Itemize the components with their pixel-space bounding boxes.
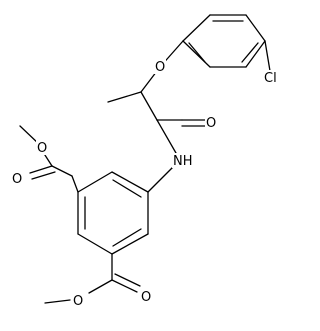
aromatic-inner-bond [241, 42, 259, 63]
bond [77, 171, 113, 193]
atom-label-amide-nitrogen: NH [172, 153, 194, 169]
molecule-drawing: O Cl O NH O O O O [11, 14, 281, 309]
bond [51, 165, 73, 177]
side-chain-bonds [107, 40, 271, 193]
atom-label-amide-oxygen: O [205, 115, 217, 131]
carbonyl-double-bond [114, 273, 141, 287]
atom-label-ester1-carbonyl-oxygen: O [11, 171, 23, 187]
svg-text:O: O [37, 141, 47, 156]
atom-label-ester2-carbonyl-oxygen: O [140, 289, 152, 305]
aromatic-inner-bond [112, 179, 142, 198]
atom-label-chlorine: Cl [263, 70, 281, 86]
bond [182, 40, 211, 68]
bond [71, 175, 79, 193]
methyl-bond [107, 91, 142, 103]
svg-text:O: O [73, 294, 83, 309]
svg-text:O: O [155, 60, 165, 75]
aromatic-inner-bond [112, 228, 142, 247]
structure-canvas: O Cl O NH O O O O [11, 14, 281, 309]
methoxy-bond [44, 299, 71, 304]
chloro-bond [264, 40, 271, 72]
bond [140, 91, 158, 121]
aromatic-inner-bond [188, 42, 206, 63]
svg-text:O: O [12, 172, 22, 187]
bond [77, 233, 113, 255]
bond [111, 171, 149, 193]
bond [245, 14, 266, 42]
atom-label-ester2-ether-oxygen: O [72, 293, 84, 309]
svg-text:O: O [206, 116, 216, 131]
chlorophenyl-ring [182, 14, 266, 68]
ester-upper-left [19, 125, 79, 193]
svg-text:Cl: Cl [264, 71, 277, 86]
bond [182, 14, 211, 42]
carbonyl-double-bond [111, 279, 138, 293]
svg-text:O: O [141, 290, 151, 305]
bond [245, 40, 266, 68]
ester-lower [44, 253, 141, 304]
bond [88, 279, 113, 294]
carbonyl-double-bond [29, 165, 53, 174]
central-benzene-ring [77, 171, 149, 255]
carbonyl-double-bond [31, 171, 56, 180]
svg-text:NH: NH [173, 154, 193, 169]
atom-label-ether-oxygen: O [154, 59, 166, 75]
bond [111, 233, 149, 255]
atom-label-ester1-ether-oxygen: O [36, 140, 48, 156]
